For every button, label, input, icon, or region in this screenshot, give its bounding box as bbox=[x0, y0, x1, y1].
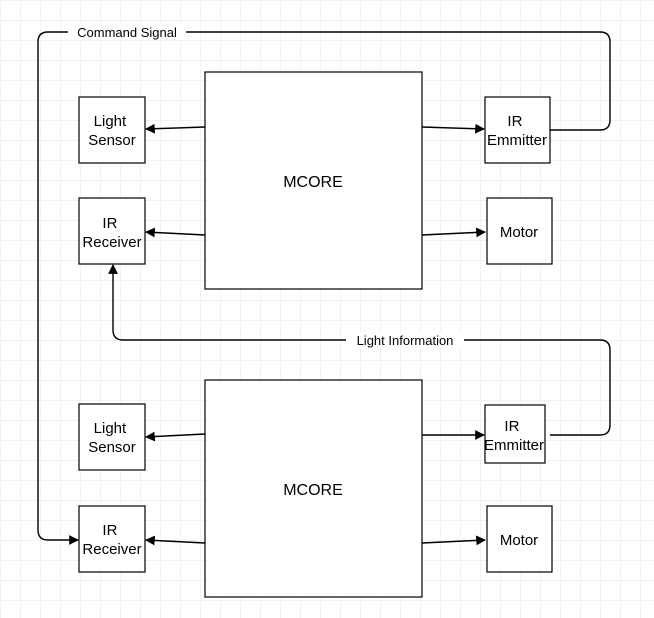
top-ir-receiver-line2: Receiver bbox=[82, 234, 141, 251]
top-ir-emitter-line2: Emmitter bbox=[487, 132, 547, 149]
command-signal-text: Command Signal bbox=[77, 25, 177, 40]
top-light-sensor-line1: Light bbox=[94, 113, 127, 130]
top-light-sensor: Light Sensor bbox=[78, 96, 146, 164]
arrow-bottom-to-light-sensor bbox=[145, 431, 206, 442]
arrow-top-to-ir-receiver bbox=[145, 227, 206, 238]
arrow-bottom-to-motor bbox=[421, 535, 486, 546]
top-light-sensor-line2: Sensor bbox=[88, 132, 136, 149]
top-mcore: MCORE bbox=[204, 71, 423, 290]
top-ir-emitter-label: IR Emmitter bbox=[487, 113, 547, 149]
top-motor-label: Motor bbox=[500, 224, 538, 241]
bottom-ir-emitter: IR Emmitter bbox=[484, 404, 546, 464]
light-information-text: Light Information bbox=[357, 333, 454, 348]
bottom-ir-emitter-line1: IR bbox=[504, 418, 519, 435]
edge-command-signal bbox=[37, 31, 611, 545]
bottom-light-sensor-line2: Sensor bbox=[88, 439, 136, 456]
bottom-motor: Motor bbox=[486, 505, 553, 573]
top-motor: Motor bbox=[486, 197, 553, 265]
bottom-ir-emitter-label: IR Emmitter bbox=[484, 418, 544, 454]
edge-light-information bbox=[108, 264, 611, 436]
arrow-top-to-light-sensor bbox=[145, 123, 206, 134]
top-ir-receiver-line1: IR bbox=[102, 215, 117, 232]
bottom-light-sensor: Light Sensor bbox=[78, 403, 146, 471]
top-light-sensor-label: Light Sensor bbox=[88, 113, 136, 149]
bottom-light-sensor-line1: Light bbox=[94, 420, 127, 437]
top-mcore-label: MCORE bbox=[283, 174, 343, 191]
bottom-ir-receiver-line1: IR bbox=[102, 522, 117, 539]
bottom-mcore-label: MCORE bbox=[283, 482, 343, 499]
bottom-mcore: MCORE bbox=[204, 379, 423, 598]
edge-label-command-signal: Command Signal bbox=[68, 24, 186, 40]
bottom-ir-emitter-line2: Emmitter bbox=[484, 437, 544, 454]
top-ir-receiver: IR Receiver bbox=[78, 197, 146, 265]
top-ir-emitter-line1: IR bbox=[507, 113, 522, 130]
edge-label-light-information: Light Information bbox=[346, 332, 464, 348]
top-ir-emitter: IR Emmitter bbox=[484, 96, 551, 164]
arrow-top-to-ir-emitter bbox=[421, 123, 485, 134]
bottom-motor-label: Motor bbox=[500, 532, 538, 549]
arrow-bottom-to-ir-receiver bbox=[145, 535, 206, 546]
bottom-ir-receiver: IR Receiver bbox=[78, 505, 146, 573]
bottom-ir-receiver-label: IR Receiver bbox=[82, 522, 141, 558]
top-ir-receiver-label: IR Receiver bbox=[82, 215, 141, 251]
arrow-top-to-motor bbox=[421, 227, 486, 238]
bottom-ir-receiver-line2: Receiver bbox=[82, 541, 141, 558]
bottom-light-sensor-label: Light Sensor bbox=[88, 420, 136, 456]
